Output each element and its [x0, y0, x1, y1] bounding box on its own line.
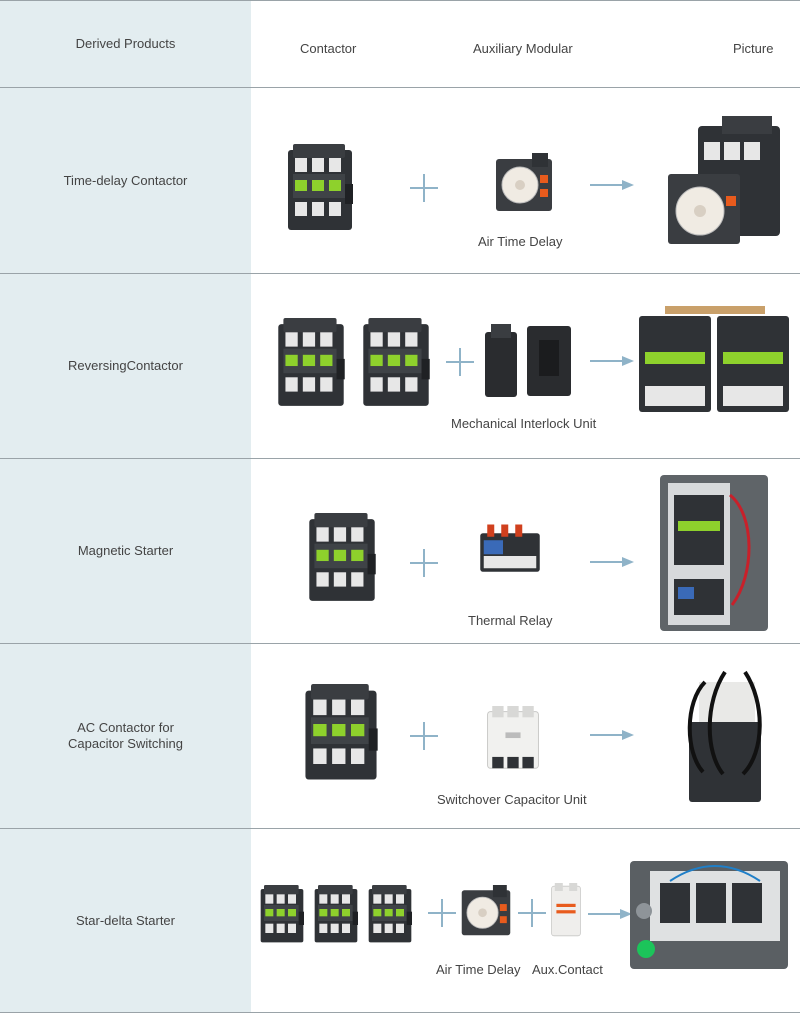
row-label: Star-delta Starter	[76, 913, 175, 928]
auxiliary-caption: Switchover Capacitor Unit	[437, 792, 587, 807]
plus-icon	[410, 722, 438, 750]
air-time-delay-image	[494, 153, 554, 213]
header-contactor: Contactor	[300, 41, 357, 56]
plus-icon	[410, 549, 438, 577]
row-star-delta-starter: Star-delta Starter Air Time Delay Aux.Co…	[0, 828, 800, 1013]
contactor-image	[270, 318, 352, 410]
arrow-right-icon	[590, 356, 634, 366]
magnetic-starter-picture	[660, 475, 768, 631]
contactor-image	[256, 885, 308, 945]
plus-icon-2	[518, 899, 546, 927]
switchover-capacitor-unit-image	[484, 706, 542, 772]
auxiliary-caption-2: Aux.Contact	[532, 962, 603, 977]
row-label: Magnetic Starter	[77, 543, 174, 558]
row-ac-contactor-capacitor: AC Contactor for Capacitor Switching Swi…	[0, 643, 800, 828]
header-auxiliary-modular: Auxiliary Modular	[473, 41, 573, 56]
row-time-delay-contactor: Time-delay Contactor Air Time Delay	[0, 87, 800, 273]
contactor-image	[285, 143, 355, 235]
row-label-cell: AC Contactor for Capacitor Switching	[0, 644, 251, 828]
row-label-line-1: AC Contactor for	[77, 720, 174, 735]
header-picture: Picture	[733, 41, 774, 56]
plus-icon	[446, 348, 474, 376]
header-derived-products: Derived Products	[75, 36, 176, 51]
contactor-image-2	[355, 318, 437, 410]
row-label-cell: Time-delay Contactor	[0, 88, 251, 273]
time-delay-contactor-picture	[668, 116, 780, 244]
thermal-relay-image	[475, 521, 545, 577]
plus-icon	[410, 174, 438, 202]
contactor-image	[300, 513, 384, 605]
star-delta-starter-picture	[630, 861, 788, 969]
header-derived-products-cell: Derived Products	[0, 1, 251, 87]
header-row: Derived Products Contactor Auxiliary Mod…	[0, 0, 800, 87]
contactor-image	[298, 684, 384, 784]
auxiliary-caption: Thermal Relay	[468, 613, 553, 628]
arrow-right-icon	[590, 730, 634, 740]
arrow-right-icon	[588, 909, 632, 919]
row-label: Time-delay Contactor	[63, 172, 188, 188]
contactor-image-2	[310, 885, 362, 945]
auxiliary-caption: Air Time Delay	[436, 962, 521, 977]
arrow-right-icon	[590, 557, 634, 567]
row-label: ReversingContactor	[68, 358, 183, 373]
row-label-cell: Star-delta Starter	[0, 829, 251, 1013]
mechanical-interlock-image	[483, 322, 573, 402]
row-label-cell: ReversingContactor	[0, 274, 251, 458]
auxiliary-caption: Mechanical Interlock Unit	[451, 416, 597, 431]
reversing-contactor-picture	[639, 306, 789, 412]
row-magnetic-starter: Magnetic Starter Thermal Relay	[0, 458, 800, 643]
contactor-image-3	[364, 885, 416, 945]
bottom-rule	[0, 1012, 800, 1013]
capacitor-contactor-picture	[687, 670, 762, 802]
plus-icon	[428, 899, 456, 927]
row-label-cell: Magnetic Starter	[0, 459, 251, 643]
row-label: AC Contactor for Capacitor Switching	[68, 720, 183, 752]
row-reversing-contactor: ReversingContactor Mechanical Interlock …	[0, 273, 800, 458]
aux-contact-image	[550, 883, 582, 939]
arrow-right-icon	[590, 180, 634, 190]
air-time-delay-image	[460, 885, 512, 937]
row-label-line-2: Capacitor Switching	[68, 736, 183, 751]
auxiliary-caption: Air Time Delay	[478, 234, 563, 249]
